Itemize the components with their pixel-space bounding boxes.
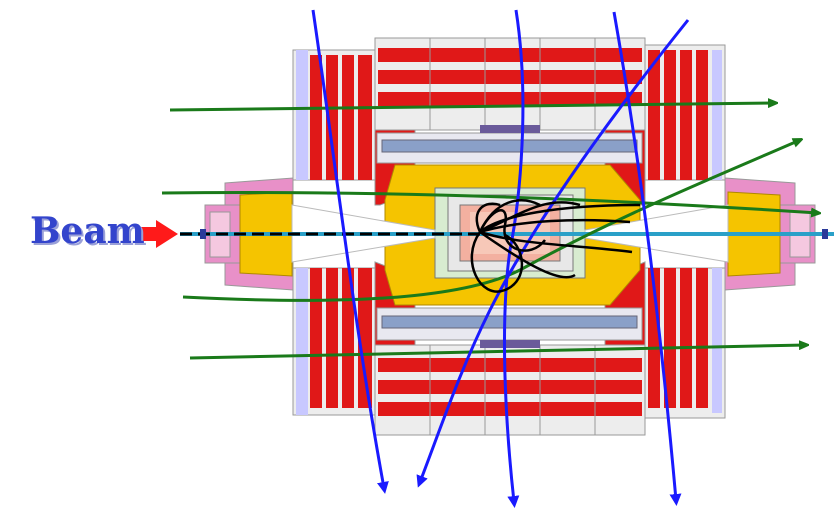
- green-track-1: [169, 103, 775, 112]
- green-track-2: [161, 190, 818, 213]
- blue-track-1: [311, 9, 389, 494]
- beam-label: Beam: [30, 210, 145, 252]
- blue-track-3: [612, 11, 682, 506]
- beam-pipe: [180, 229, 834, 239]
- steel-yoke: [292, 37, 726, 436]
- blue-track-2: [502, 9, 525, 508]
- green-track-3: [182, 140, 800, 302]
- green-tracks: [161, 103, 818, 360]
- beam-arrow: [136, 220, 178, 248]
- green-track-4: [189, 345, 806, 360]
- vertex-tracks: [470, 199, 641, 293]
